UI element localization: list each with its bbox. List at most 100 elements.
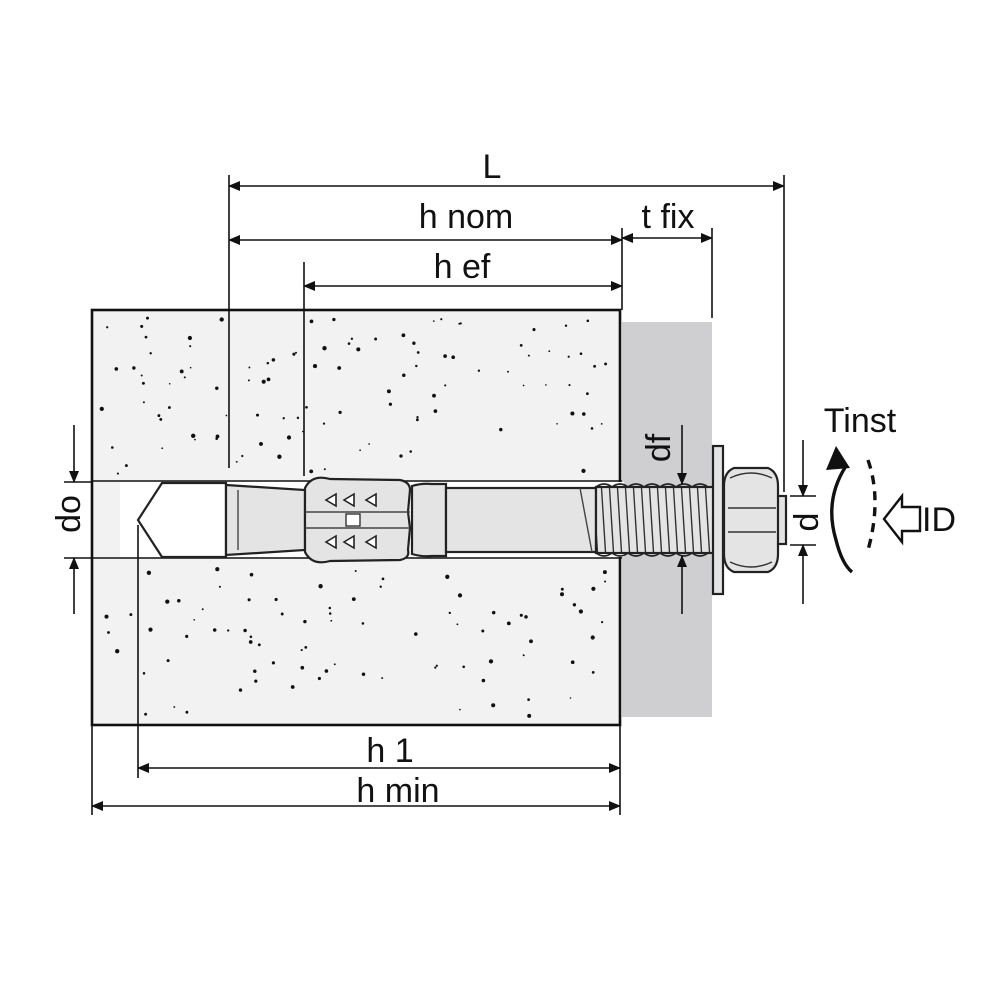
aggregate-dot <box>522 654 525 657</box>
aggregate-dot <box>187 335 193 341</box>
aggregate-dot <box>350 337 354 340</box>
aggregate-dot <box>361 672 366 677</box>
aggregate-dot <box>249 572 254 577</box>
aggregate-dot <box>255 413 260 417</box>
aggregate-dot <box>144 335 148 339</box>
aggregate-dot <box>481 678 486 683</box>
aggregate-dot <box>330 619 333 622</box>
aggregate-dot <box>146 316 149 320</box>
label-Tinst: Tinst <box>824 402 897 440</box>
aggregate-dot <box>140 374 143 377</box>
aggregate-dot <box>141 381 145 385</box>
aggregate-dot <box>249 635 253 639</box>
aggregate-dot <box>257 643 261 647</box>
aggregate-dot <box>305 405 308 409</box>
aggregate-dot <box>600 423 603 425</box>
label-df: df <box>640 433 678 462</box>
aggregate-dot <box>459 708 461 711</box>
aggregate-dot <box>115 649 120 654</box>
aggregate-dot <box>409 450 412 453</box>
aggregate-dot <box>318 584 323 589</box>
aggregate-dot <box>586 319 590 323</box>
threaded-rod <box>594 485 716 555</box>
aggregate-dot <box>481 629 485 633</box>
aggregate-dot <box>578 609 584 614</box>
aggregate-dot <box>165 599 170 604</box>
aggregate-dot <box>253 669 257 673</box>
aggregate-dot <box>412 341 416 345</box>
aggregate-dot <box>286 435 292 440</box>
aggregate-dot <box>522 384 525 387</box>
aggregate-dot <box>559 592 565 597</box>
aggregate-dot <box>185 634 189 639</box>
aggregate-dot <box>328 612 332 615</box>
aggregate-dot <box>271 661 275 665</box>
dimension-lines <box>64 175 816 815</box>
label-t-fix: t fix <box>642 198 695 236</box>
aggregate-dot <box>124 464 128 468</box>
label-d: d <box>788 513 826 532</box>
aggregate-dot <box>568 384 571 387</box>
aggregate-dot <box>491 610 496 615</box>
aggregate-dot <box>266 361 270 365</box>
aggregate-dot <box>144 712 148 716</box>
aggregate-dot <box>309 319 314 324</box>
aggregate-dot <box>359 449 361 452</box>
aggregate-dot <box>106 326 109 329</box>
aggregate-dot <box>462 665 466 669</box>
aggregate-dot <box>604 362 608 366</box>
aggregate-dot <box>227 629 230 632</box>
aggregate-dot <box>282 417 285 420</box>
aggregate-dot <box>248 640 253 644</box>
washer <box>711 444 725 596</box>
aggregate-dot <box>218 585 221 588</box>
aggregate-dot <box>148 627 153 632</box>
aggregate-dot <box>351 597 356 601</box>
aggregate-dot <box>140 324 144 328</box>
aggregate-dot <box>458 322 461 325</box>
aggregate-dot <box>519 344 523 347</box>
aggregate-dot <box>183 376 186 379</box>
aggregate-dot <box>507 370 509 373</box>
aggregate-dot <box>149 352 152 355</box>
aggregate-dot <box>567 355 570 358</box>
aggregate-dot <box>591 586 596 591</box>
aggregate-dot <box>261 379 266 384</box>
insertion-direction-arrow-icon <box>882 492 922 546</box>
aggregate-dot <box>243 628 247 633</box>
aggregate-dot <box>529 639 533 644</box>
aggregate-dot <box>142 672 146 675</box>
aggregate-dot <box>238 688 243 692</box>
aggregate-dot <box>290 685 295 689</box>
aggregate-dot <box>338 410 342 415</box>
aggregate-dot <box>402 373 406 378</box>
aggregate-dot <box>527 713 532 718</box>
aggregate-dot <box>491 703 496 708</box>
aggregate-dot <box>215 567 220 572</box>
aggregate-dot <box>524 615 528 619</box>
aggregate-dot <box>432 393 436 398</box>
aggregate-dot <box>602 570 607 575</box>
label-h-min: h min <box>356 772 439 810</box>
aggregate-dot <box>167 406 171 409</box>
aggregate-dot <box>590 635 595 640</box>
aggregate-dot <box>386 389 391 394</box>
aggregate-dot <box>111 446 114 449</box>
aggregate-dot <box>601 621 604 624</box>
aggregate-dot <box>248 366 251 369</box>
aggregate-dot <box>295 351 297 354</box>
aggregate-dot <box>179 369 184 374</box>
aggregate-dot <box>379 585 382 588</box>
aggregate-dot <box>277 454 282 459</box>
aggregate-dot <box>527 354 530 357</box>
aggregate-dot <box>309 469 314 474</box>
aggregate-dot <box>368 443 370 445</box>
aggregate-dot <box>506 621 511 626</box>
aggregate-dot <box>579 352 583 355</box>
aggregate-dot <box>401 333 406 338</box>
aggregate-dot <box>191 433 196 438</box>
aggregate-dot <box>312 364 318 369</box>
aggregate-dot <box>322 422 326 425</box>
aggregate-dot <box>361 622 365 625</box>
